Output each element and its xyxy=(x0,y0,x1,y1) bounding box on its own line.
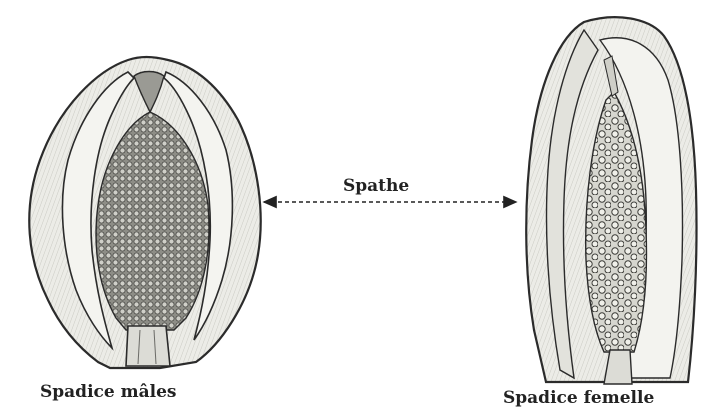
male-spadix-caption: Spadice mâles xyxy=(40,382,176,402)
female-spadix-caption: Spadice femelle xyxy=(503,388,654,408)
spathe-label: Spathe xyxy=(343,176,409,196)
male-spadix-drawing xyxy=(29,57,260,368)
female-spadix-drawing xyxy=(526,17,696,384)
male-stalk xyxy=(126,326,170,366)
